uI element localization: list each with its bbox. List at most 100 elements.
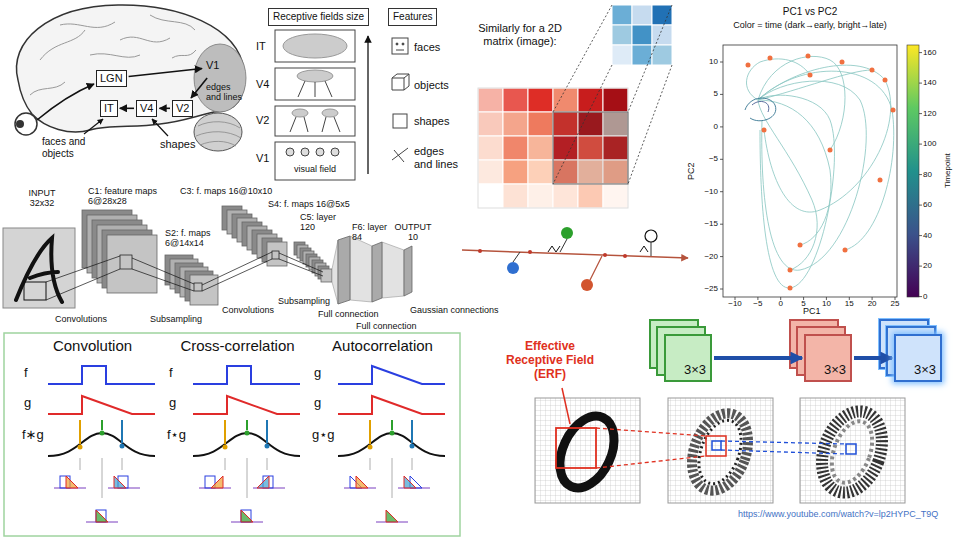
- function-name: f: [24, 366, 28, 381]
- kernel-matrix: [652, 45, 672, 65]
- image-matrix: [478, 160, 503, 184]
- kernel-square: 3×3: [804, 334, 852, 382]
- chart-subtitle: Color = time (dark→early, bright→late): [712, 20, 908, 30]
- feature-map-stroke: [824, 416, 880, 488]
- kernel-matrix: [612, 25, 632, 45]
- kernel-matrix: [652, 5, 672, 25]
- cross-correlation-plot: [245, 431, 250, 436]
- endpoint-dot: [870, 68, 875, 73]
- endpoint-dot: [788, 286, 793, 291]
- kernel-matrix: [652, 25, 672, 45]
- caption-text: Similarly for a 2D matrix (image):: [465, 22, 575, 47]
- feature-label: objects: [414, 79, 449, 92]
- neuron-illustration: [548, 246, 560, 252]
- brain-gyri: [30, 82, 65, 95]
- layer-label: C1: feature maps 6@28x28: [88, 186, 164, 207]
- convolution-plot: [48, 396, 155, 414]
- feature-label: edges and lines: [414, 145, 461, 170]
- brain-gyri: [40, 30, 85, 60]
- projection-lines: [721, 441, 846, 444]
- axis-tick: [720, 53, 922, 300]
- erf-illustration: [535, 320, 935, 503]
- function-name: g: [169, 396, 176, 411]
- operation-label: Full connection: [356, 321, 417, 331]
- cross-correlation-plot: [246, 420, 248, 430]
- endpoint-dot: [788, 268, 793, 273]
- operation-label: Convolutions: [222, 305, 274, 315]
- endpoint-dot: [798, 243, 803, 248]
- endpoint-dot: [808, 73, 813, 78]
- tick-label: 0: [923, 292, 927, 301]
- image-matrix: [553, 88, 578, 112]
- axis-tick: [919, 266, 922, 267]
- kernel-square: 3×3: [894, 334, 942, 382]
- endpoint-dot: [878, 178, 883, 183]
- function-name: f: [24, 365, 28, 380]
- convolution-plot: [66, 476, 78, 488]
- pupil: [16, 120, 24, 128]
- layer-label: S2: f. maps 6@14x14: [165, 228, 211, 248]
- receptive-field-panel: [393, 114, 407, 128]
- tick-label: −5: [746, 299, 770, 308]
- panel-title: Autocorrelation: [310, 337, 455, 354]
- feature-label: faces: [414, 41, 440, 54]
- tick-label: −20: [697, 252, 718, 261]
- axis-tick: [720, 224, 723, 225]
- function-name: g⋆g: [312, 427, 335, 442]
- axis-tick: [919, 296, 922, 297]
- autocorrelation-plot: [410, 444, 415, 449]
- axis-title: PC1: [803, 306, 821, 316]
- axis-title: Timepoint: [942, 154, 951, 189]
- tick-label: −20: [704, 252, 718, 261]
- tick-label: 80: [923, 170, 932, 179]
- operation-label: Full connection: [318, 309, 379, 319]
- image-matrix: [503, 112, 528, 136]
- pixel-grid: [668, 398, 773, 503]
- feature-label: objects: [414, 79, 449, 91]
- chart-subtitle: Color = time (dark→early, bright→late): [733, 20, 887, 30]
- receptive-line: [194, 283, 202, 291]
- layer-band: [404, 246, 412, 296]
- neuron-illustration: [623, 254, 627, 258]
- trajectory: [745, 98, 776, 121]
- cross-correlation-plot: [265, 444, 270, 449]
- neuron-illustration: [645, 230, 657, 242]
- kernel-matrix: [632, 25, 652, 45]
- autocorrelation-plot: [391, 420, 393, 430]
- area-label: V4: [256, 78, 269, 90]
- connector-arrow: [120, 108, 134, 110]
- neuron-illustration: [561, 227, 573, 239]
- image-matrix: [603, 184, 628, 208]
- area-label: V4: [256, 78, 269, 91]
- brain-gyri: [150, 15, 195, 30]
- endpoint-dot: [746, 63, 751, 68]
- erf-box: [846, 444, 856, 454]
- feature-label: faces: [414, 41, 440, 53]
- axis-tick: [720, 191, 723, 192]
- lenet-illustration: [24, 282, 46, 300]
- convolution-plot: [48, 366, 155, 384]
- tick-label: 15: [837, 299, 861, 308]
- cerebellum-folds: [196, 122, 241, 146]
- tick-label: 160: [923, 48, 936, 57]
- receptive-line: [279, 259, 323, 276]
- full-connection: [332, 240, 338, 304]
- function-name: g: [24, 396, 31, 411]
- receptive-field-panel: [322, 109, 338, 117]
- convolution-plot: [121, 420, 123, 443]
- kernel-matrix: [612, 45, 632, 65]
- convolution-plot: [78, 445, 83, 450]
- tick-label: 20: [923, 261, 932, 270]
- image-matrix: [528, 160, 553, 184]
- tick-label: −10: [723, 299, 747, 308]
- feature-map: [267, 242, 287, 266]
- operation-label: Full connection: [356, 321, 417, 331]
- layer-label: C3: f. maps 16@10x10: [180, 186, 272, 196]
- endpoint-dot: [828, 148, 833, 153]
- trajectory: [758, 100, 817, 270]
- axis-tick: [919, 174, 922, 175]
- panel-title: Cross-correlation: [180, 337, 294, 354]
- receptive-field-panel: [292, 109, 308, 117]
- tick-label: 20: [868, 299, 877, 308]
- convolution-panel: [4, 333, 460, 536]
